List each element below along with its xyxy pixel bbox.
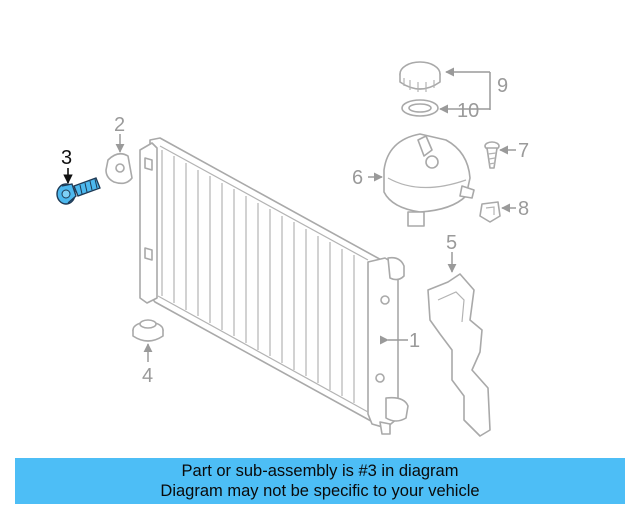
callout-3: 3 <box>61 147 72 169</box>
callout-9: 9 <box>497 75 508 97</box>
callout-6: 6 <box>352 167 363 189</box>
coolant-reservoir <box>383 133 475 227</box>
callout-10: 10 <box>457 100 479 122</box>
leader-lines <box>63 72 516 362</box>
rubber-mount <box>132 319 164 342</box>
callout-8: 8 <box>518 198 529 220</box>
banner-line-1: Part or sub-assembly is #3 in diagram <box>181 462 459 480</box>
radiator-fins <box>161 150 355 403</box>
bracket <box>105 152 133 185</box>
clip <box>479 201 501 223</box>
highlighted-bolt <box>56 177 101 205</box>
callout-1: 1 <box>409 330 420 352</box>
banner-line-2: Diagram may not be specific to your vehi… <box>160 482 480 500</box>
reservoir-cap <box>399 61 441 92</box>
info-banner: Part or sub-assembly is #3 in diagram Di… <box>15 458 625 504</box>
air-baffle <box>427 273 491 437</box>
screw <box>484 141 500 169</box>
callout-2: 2 <box>114 114 125 136</box>
o-ring <box>401 99 439 117</box>
callout-7: 7 <box>518 140 529 162</box>
callout-5: 5 <box>446 232 457 254</box>
callout-4: 4 <box>142 365 153 387</box>
radiator <box>139 137 409 435</box>
